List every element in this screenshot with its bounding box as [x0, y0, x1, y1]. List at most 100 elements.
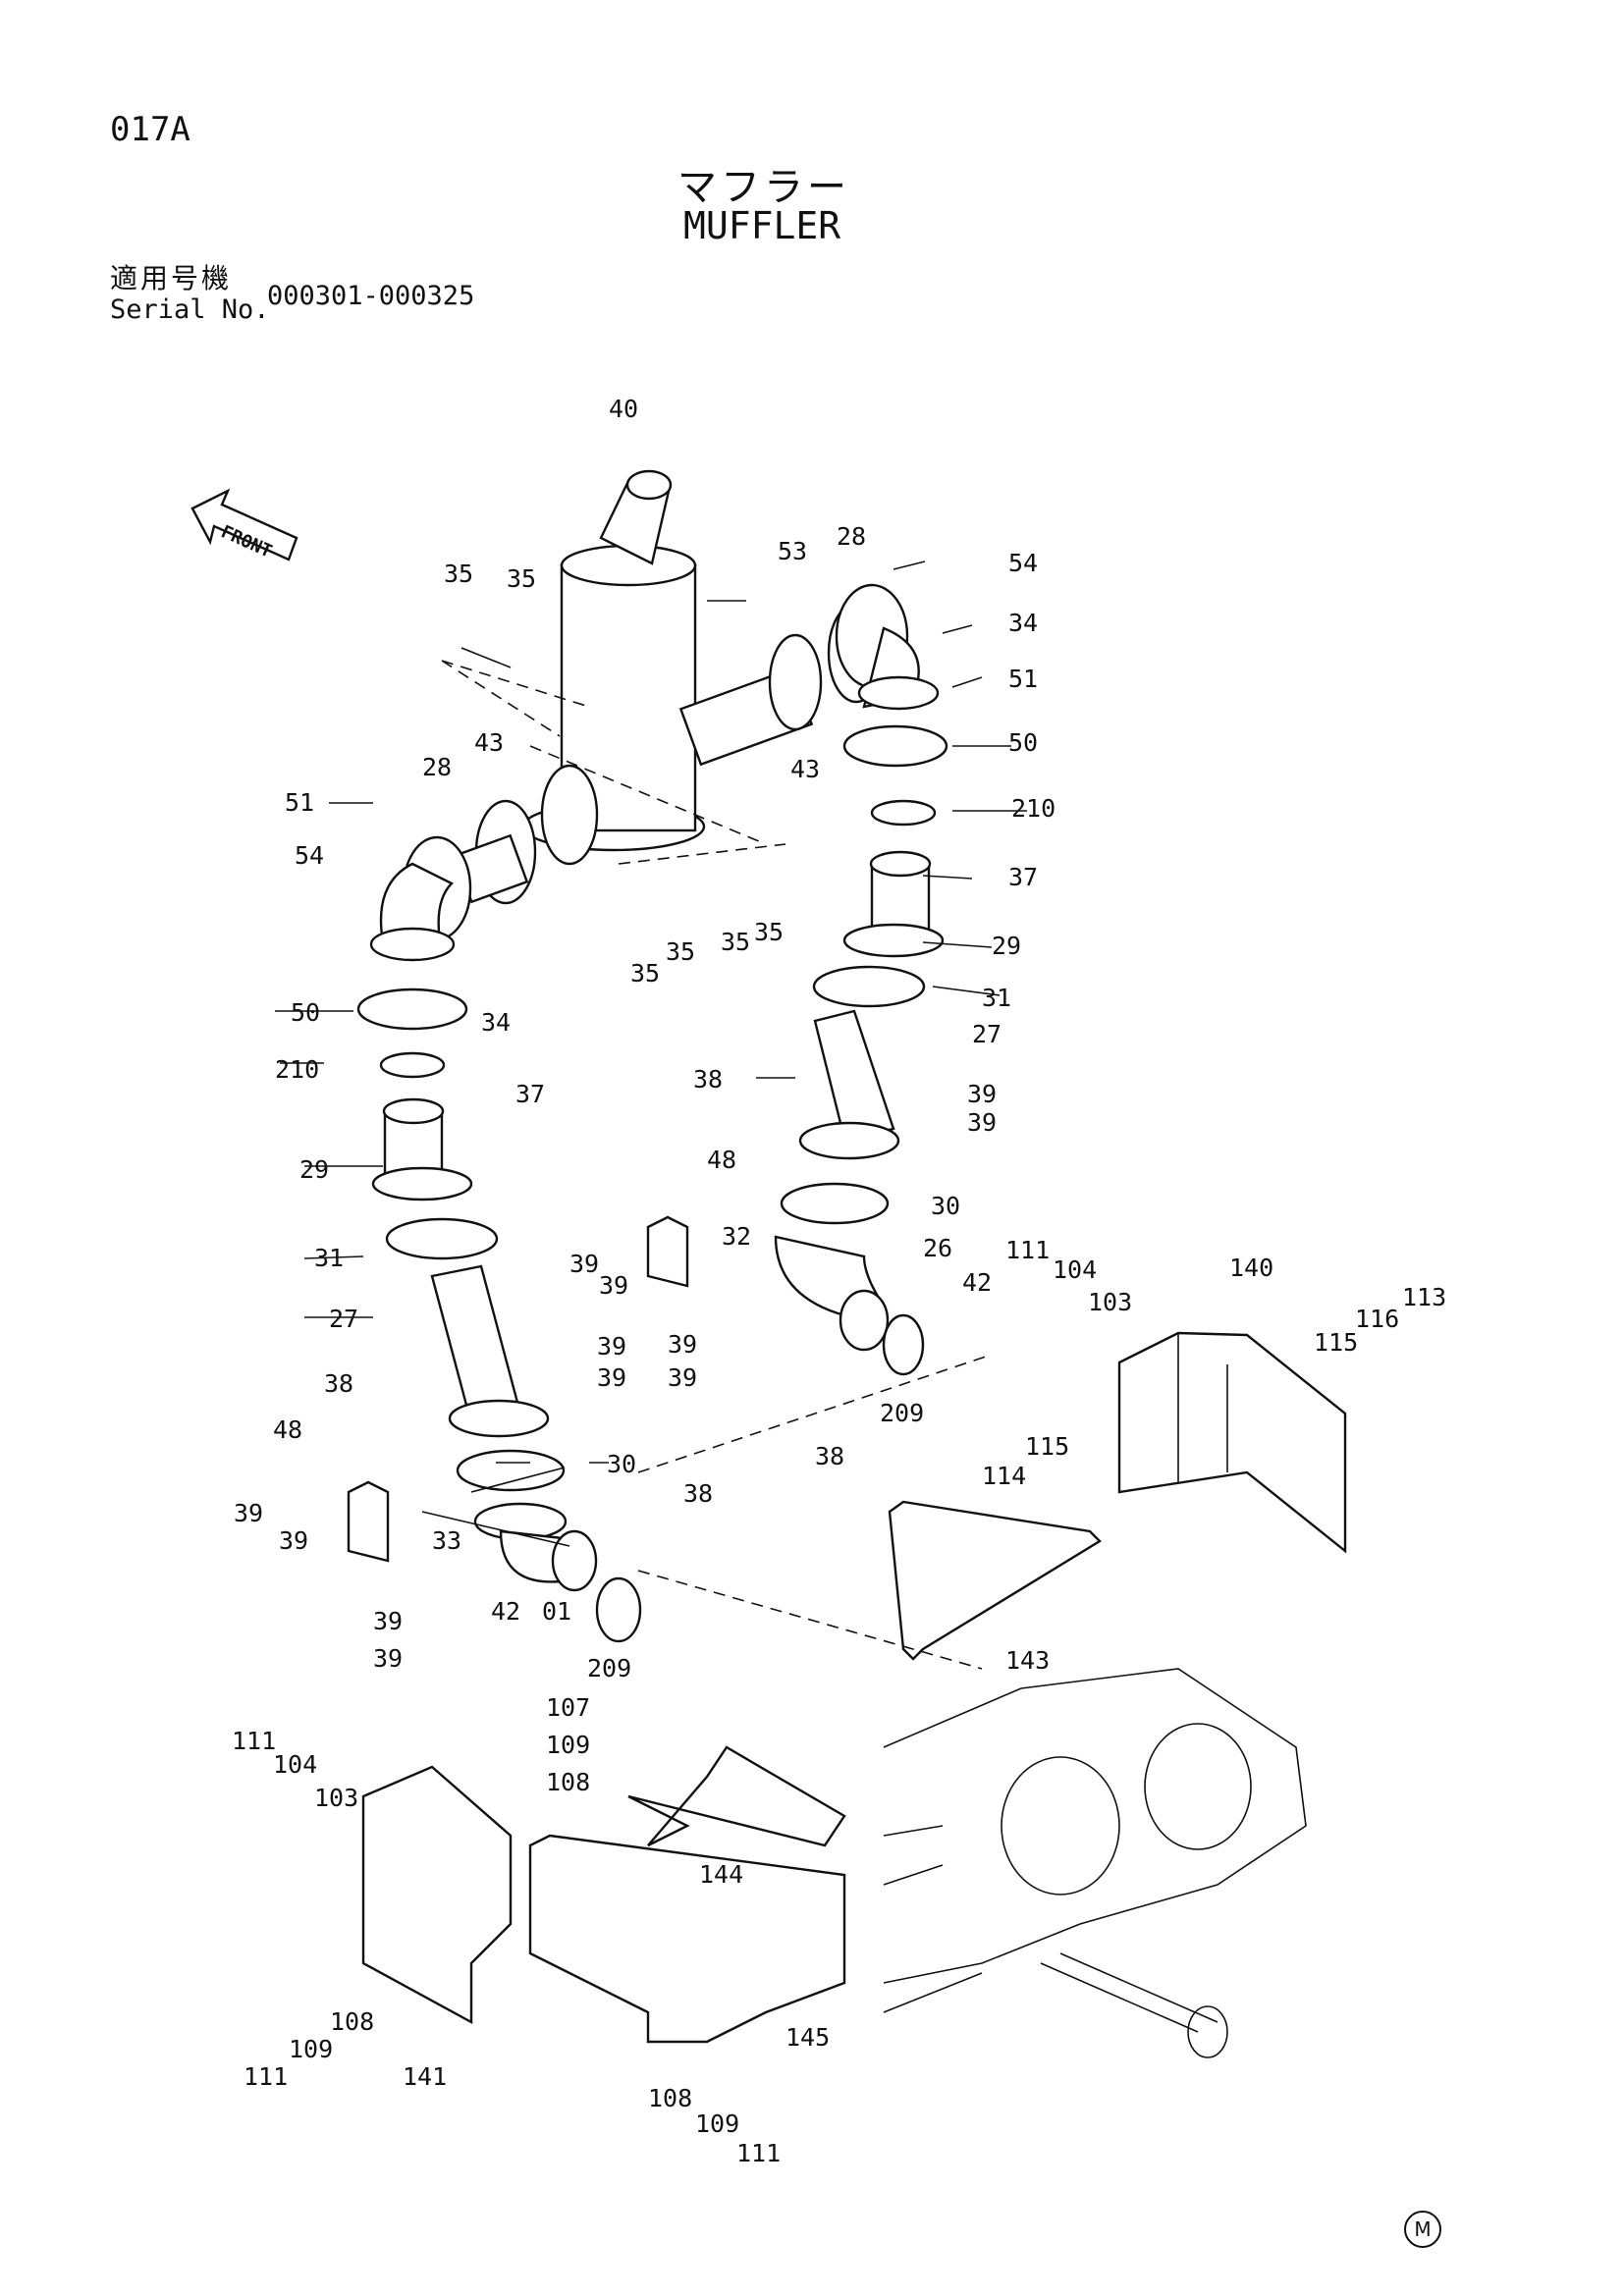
callout: 114	[982, 1462, 1026, 1490]
callout: 33	[432, 1526, 461, 1555]
callout: 104	[1053, 1255, 1097, 1284]
callout: 28	[837, 522, 866, 551]
callout: 35	[721, 928, 750, 956]
title-japanese: マフラー	[677, 165, 850, 210]
callout: 37	[1008, 863, 1038, 891]
serial-label-english: Serial No.	[110, 294, 270, 325]
callout: 103	[314, 1784, 358, 1812]
callout: 109	[695, 2109, 739, 2138]
callout: 38	[324, 1369, 353, 1398]
callout: 109	[546, 1731, 590, 1759]
callout-labels: 40 53 28 54 34 51 35 35 43 43 28 51 54 5…	[232, 395, 1446, 2167]
engine-outline	[883, 1668, 1307, 2058]
callout: 27	[972, 1020, 1001, 1048]
callout: 140	[1229, 1254, 1273, 1282]
callout: 31	[314, 1244, 344, 1272]
right-exhaust-branch	[678, 583, 948, 1352]
callout: 01	[542, 1597, 571, 1626]
callout: 38	[815, 1442, 844, 1470]
callout: 35	[666, 937, 695, 966]
callout: 39	[597, 1363, 626, 1392]
title-english: MUFFLER	[683, 204, 841, 247]
callout: 51	[1008, 665, 1038, 693]
callout: 108	[546, 1768, 590, 1796]
callout: 34	[481, 1008, 511, 1037]
callout: 108	[648, 2084, 692, 2112]
callout: 43	[790, 755, 820, 783]
callout: 30	[931, 1192, 960, 1220]
callout: 35	[754, 918, 784, 946]
callout: 115	[1025, 1432, 1069, 1461]
callout: 53	[778, 537, 807, 565]
callout: 38	[683, 1479, 713, 1508]
callout: 39	[597, 1332, 626, 1361]
callout: 141	[403, 2062, 447, 2091]
callout: 51	[285, 788, 314, 817]
callout: 209	[880, 1399, 924, 1427]
callout: 107	[546, 1693, 590, 1722]
callout: 103	[1088, 1288, 1132, 1316]
brackets-and-rings	[347, 1215, 925, 1643]
callout: 39	[967, 1080, 997, 1108]
callout: 34	[1008, 609, 1038, 637]
callout: 115	[1314, 1328, 1358, 1357]
callout: 42	[491, 1597, 520, 1626]
callout: 50	[1008, 728, 1038, 757]
callout: 28	[422, 753, 452, 781]
callout: 210	[275, 1055, 319, 1084]
frame-140	[1117, 1331, 1347, 1554]
callout: 35	[507, 564, 536, 593]
callout: 109	[289, 2035, 333, 2063]
callout: 38	[693, 1065, 723, 1094]
left-exhaust-branch	[356, 764, 599, 1592]
callout: 111	[1005, 1236, 1050, 1264]
callout: 39	[373, 1607, 403, 1635]
callout: 145	[785, 2023, 830, 2052]
serial-range: 000301-000325	[267, 281, 475, 311]
callout: 29	[299, 1155, 329, 1184]
frame-bottom-assembly	[361, 1745, 846, 2044]
callout: 116	[1355, 1305, 1399, 1333]
leader-lines	[275, 561, 1027, 1670]
callout: 111	[736, 2139, 781, 2167]
callout: 29	[992, 932, 1021, 960]
callout: 143	[1005, 1646, 1050, 1675]
callout: 54	[1008, 549, 1038, 577]
callout: 39	[668, 1363, 697, 1392]
callout: 42	[962, 1268, 992, 1297]
callout: 50	[291, 998, 320, 1027]
callout: 39	[279, 1526, 308, 1555]
callout: 39	[569, 1250, 599, 1278]
callout: 30	[607, 1450, 636, 1478]
callout: 48	[707, 1146, 736, 1174]
callout: 111	[244, 2062, 288, 2091]
callout: 111	[232, 1727, 276, 1755]
callout: 40	[609, 395, 638, 423]
serial-label-japanese: 適用号機	[110, 262, 233, 294]
page-code: 017A	[110, 110, 190, 149]
callout: 108	[330, 2007, 374, 2036]
callout: 210	[1011, 794, 1056, 823]
callout: 26	[923, 1234, 952, 1262]
front-arrow-icon: FRONT	[190, 488, 298, 562]
callout: 35	[630, 959, 660, 988]
callout: 144	[699, 1860, 743, 1889]
frame-143	[888, 1500, 1102, 1661]
callout: 27	[329, 1305, 358, 1333]
callout: 39	[967, 1108, 997, 1137]
callout: 32	[722, 1222, 751, 1251]
callout: 43	[474, 728, 504, 757]
callout: 104	[273, 1750, 317, 1779]
callout: 48	[273, 1415, 302, 1444]
callout: 54	[295, 841, 324, 870]
callout: 39	[373, 1644, 403, 1673]
callout: 113	[1402, 1283, 1446, 1311]
callout: 37	[515, 1080, 545, 1108]
callout: 39	[668, 1330, 697, 1359]
maker-mark: M	[1404, 2211, 1441, 2248]
callout: 39	[234, 1499, 263, 1527]
callout: 35	[444, 560, 473, 588]
callout: 39	[599, 1271, 628, 1300]
callout: 209	[587, 1654, 631, 1682]
